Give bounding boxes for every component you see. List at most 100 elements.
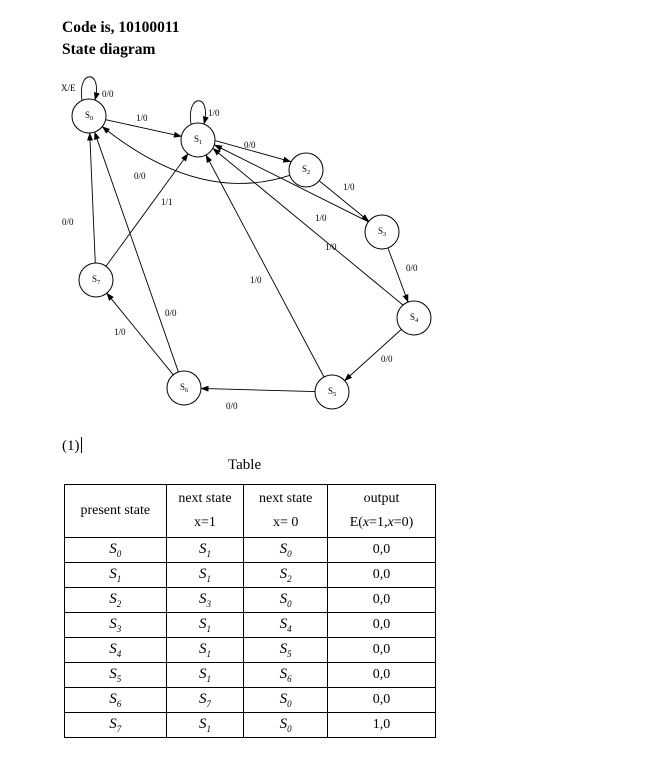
cell-next-x0: S5: [243, 637, 328, 663]
cell-present-state: S6: [64, 687, 167, 713]
transition-S6-S7: [106, 292, 174, 376]
cell-next-x0: S4: [243, 612, 328, 638]
state-node-S0: [71, 98, 107, 134]
cell-present-state: S7: [64, 712, 167, 738]
cell-next-x0: S0: [243, 587, 328, 613]
io-legend-label: X/E: [61, 83, 76, 93]
cell-present-state: S3: [64, 612, 167, 638]
code-line: Code is, 10100011: [62, 19, 180, 36]
transition-S3-S1: [214, 144, 369, 223]
cell-next-x0: S6: [243, 662, 328, 688]
part-label-text: (1): [62, 438, 80, 454]
transition-S7-S1: [105, 153, 189, 267]
cell-output: 0,0: [327, 537, 436, 563]
cell-next-x1: S7: [165, 687, 245, 713]
table-header-row: present state next state x=1 next state …: [64, 484, 436, 538]
state-table: present state next state x=1 next state …: [64, 484, 436, 738]
state-label: S3: [378, 226, 386, 238]
cell-output: 0,0: [327, 637, 436, 663]
cell-next-x1: S1: [165, 537, 245, 563]
transition-label: 0/0: [381, 354, 393, 364]
state-node-S7: [78, 262, 114, 298]
cell-output: 0,0: [327, 662, 436, 688]
transition-S7-S0: [87, 132, 96, 264]
transition-S1-S2: [215, 140, 292, 163]
cell-output: 1,0: [327, 712, 436, 738]
cell-output: 0,0: [327, 587, 436, 613]
state-node-S5: [314, 374, 350, 410]
cell-next-x1: S3: [165, 587, 245, 613]
transition-S0-S1: [105, 119, 182, 138]
header-output-line1: output: [363, 491, 400, 506]
transition-label: 1/0: [136, 113, 148, 123]
header-next-x0-line1: next state: [259, 491, 313, 506]
transition-S0-S0: [80, 76, 100, 101]
transition-label: 1/0: [325, 242, 337, 252]
cell-next-x1: S1: [165, 562, 245, 588]
transition-label: 0/0: [102, 89, 114, 99]
state-node-S1: [180, 122, 216, 158]
cell-present-state: S5: [64, 662, 167, 688]
cell-next-x0: S0: [243, 687, 328, 713]
transition-label: 1/0: [315, 213, 327, 223]
cell-present-state: S0: [64, 537, 167, 563]
transition-label: 0/0: [62, 217, 74, 227]
state-label: S0: [85, 110, 93, 122]
state-label: S6: [180, 382, 189, 394]
transition-label: 0/0: [406, 263, 418, 273]
part-label: (1): [62, 437, 82, 455]
cell-present-state: S2: [64, 587, 167, 613]
state-node-S3: [364, 214, 400, 250]
cell-next-x0: S2: [243, 562, 328, 588]
cell-output: 0,0: [327, 562, 436, 588]
transition-label: 0/0: [134, 171, 146, 181]
transition-label: 1/1: [161, 197, 173, 207]
table-caption: Table: [228, 457, 262, 473]
state-node-S2: [288, 152, 324, 188]
transition-S4-S1: [212, 148, 404, 306]
cell-present-state: S1: [64, 562, 167, 588]
cell-output: 0,0: [327, 687, 436, 713]
header-present-state: present state: [64, 484, 167, 538]
state-label: S7: [92, 274, 101, 286]
header-next-x1: next state x=1: [165, 484, 245, 538]
transition-S4-S5: [344, 329, 402, 381]
cell-next-x0: S0: [243, 712, 328, 738]
header-next-x0-line2: x= 0: [272, 515, 299, 530]
cell-next-x1: S1: [165, 637, 245, 663]
state-node-S6: [166, 370, 202, 406]
state-label: S5: [328, 386, 336, 398]
transition-label: 1/0: [250, 275, 262, 285]
transition-S1-S1: [189, 100, 209, 125]
text-cursor: [80, 437, 82, 453]
header-next-x1-line1: next state: [178, 491, 232, 506]
cell-present-state: S4: [64, 637, 167, 663]
cell-next-x1: S1: [165, 612, 245, 638]
transition-S5-S6: [200, 385, 316, 392]
transition-S5-S1: [205, 154, 325, 378]
state-label: S1: [194, 134, 202, 146]
transition-S3-S4: [387, 247, 409, 303]
cell-next-x1: S1: [165, 662, 245, 688]
transition-label: 0/0: [165, 308, 177, 318]
header-output: output E(x=1,x=0): [327, 484, 436, 538]
state-node-S4: [396, 300, 432, 336]
cell-next-x1: S1: [165, 712, 245, 738]
cell-output: 0,0: [327, 612, 436, 638]
header-output-line2: E(x=1,x=0): [349, 515, 414, 530]
diagram-subtitle: State diagram: [62, 41, 156, 58]
transition-label: 1/0: [208, 108, 220, 118]
state-label: S4: [410, 312, 419, 324]
transition-S2-S0: [101, 126, 290, 184]
transition-label: 0/0: [244, 140, 256, 150]
transition-S2-S3: [318, 180, 370, 222]
